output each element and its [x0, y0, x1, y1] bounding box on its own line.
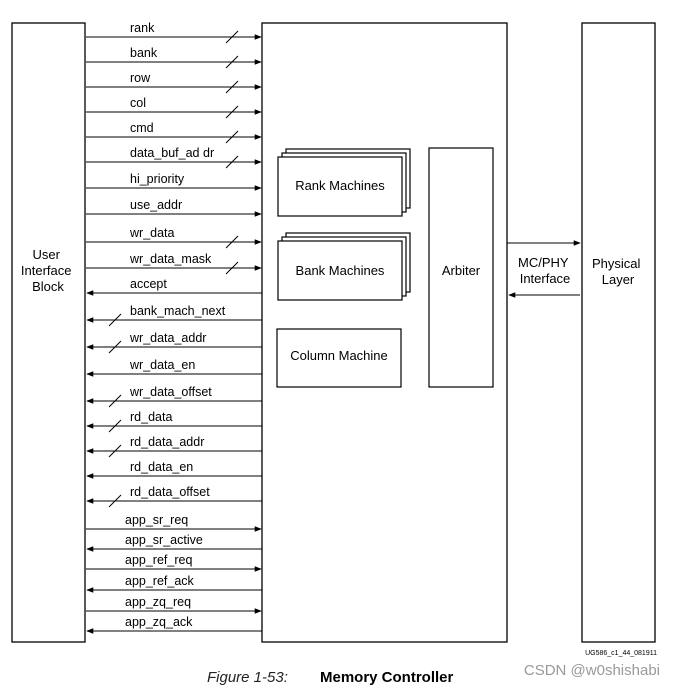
signal-label: app_zq_ack: [125, 615, 193, 629]
signal-label: accept: [130, 277, 167, 291]
signal-label: app_zq_req: [125, 595, 191, 609]
signal-label: wr_data: [129, 226, 175, 240]
signal-lines: rank bank row col cmd data_buf_ad dr hi_priori…: [86, 21, 262, 634]
signal-label: hi_priority: [130, 172, 185, 186]
signal-label: app_sr_req: [125, 513, 188, 527]
signal-label: rd_data_en: [130, 460, 193, 474]
bus-slash: [108, 419, 122, 433]
signal-label: bank: [130, 46, 158, 60]
signal-label: rank: [130, 21, 155, 35]
user-interface-label: User Interface Block: [21, 247, 75, 294]
rank-machines-stack: Rank Machines: [277, 148, 411, 217]
mc-phy-interface-label: MC/PHY Interface: [518, 255, 572, 286]
bus-slash: [225, 155, 239, 169]
signal-label: bank_mach_next: [130, 304, 226, 318]
physical-layer-label-line: Layer: [602, 272, 635, 287]
bus-slash: [225, 235, 239, 249]
bus-slash: [225, 30, 239, 44]
signal-label: data_buf_ad dr: [130, 146, 214, 160]
bus-slash: [108, 494, 122, 508]
user-interface-label-line: Interface: [21, 263, 72, 278]
bus-slash: [225, 261, 239, 275]
bus-slash: [108, 394, 122, 408]
physical-layer-block: [581, 22, 656, 643]
bus-slash: [225, 105, 239, 119]
figure-number: Figure 1-53:: [207, 669, 288, 686]
rank-machines-label: Rank Machines: [295, 178, 385, 193]
column-machine-label: Column Machine: [290, 348, 388, 363]
signal-label: app_sr_active: [125, 533, 203, 547]
rank-machines-box: [277, 156, 403, 217]
document-id: UG586_c1_44_081911: [585, 650, 657, 657]
bank-machines-label: Bank Machines: [296, 263, 385, 278]
mc-phy-label-line: MC/PHY: [518, 255, 569, 270]
signal-label: rd_data: [130, 410, 172, 424]
user-interface-label-line: User: [32, 247, 60, 262]
signal-label: app_ref_req: [125, 553, 192, 567]
bus-slash: [225, 80, 239, 94]
signal-label: use_addr: [130, 198, 182, 212]
bank-machines-box: [277, 240, 403, 301]
bus-slash: [225, 55, 239, 69]
column-machine-box: [276, 328, 402, 388]
bus-slash: [108, 313, 122, 327]
signal-label: wr_data_en: [129, 358, 195, 372]
mc-phy-label-line: Interface: [520, 271, 571, 286]
signal-label: col: [130, 96, 146, 110]
signal-label: row: [130, 71, 151, 85]
signal-label: wr_data_mask: [129, 252, 212, 266]
signal-label: cmd: [130, 121, 154, 135]
bus-slash: [225, 130, 239, 144]
user-interface-block: [11, 22, 86, 643]
user-interface-label-line: Block: [32, 279, 64, 294]
arbiter-box: [428, 147, 494, 388]
bank-machines-stack: Bank Machines: [277, 232, 411, 301]
watermark: CSDN @w0shishabi: [524, 662, 660, 679]
signal-label: app_ref_ack: [125, 574, 195, 588]
bus-slash: [108, 444, 122, 458]
signal-label: wr_data_offset: [129, 385, 212, 399]
physical-layer-label-line: Physical: [592, 256, 641, 271]
bus-slash: [108, 340, 122, 354]
signal-label: wr_data_addr: [129, 331, 206, 345]
figure-title: Memory Controller: [320, 669, 454, 686]
physical-layer-label: Physical Layer: [592, 256, 644, 287]
arbiter-label: Arbiter: [442, 263, 481, 278]
signal-label: rd_data_offset: [130, 485, 210, 499]
signal-label: rd_data_addr: [130, 435, 204, 449]
